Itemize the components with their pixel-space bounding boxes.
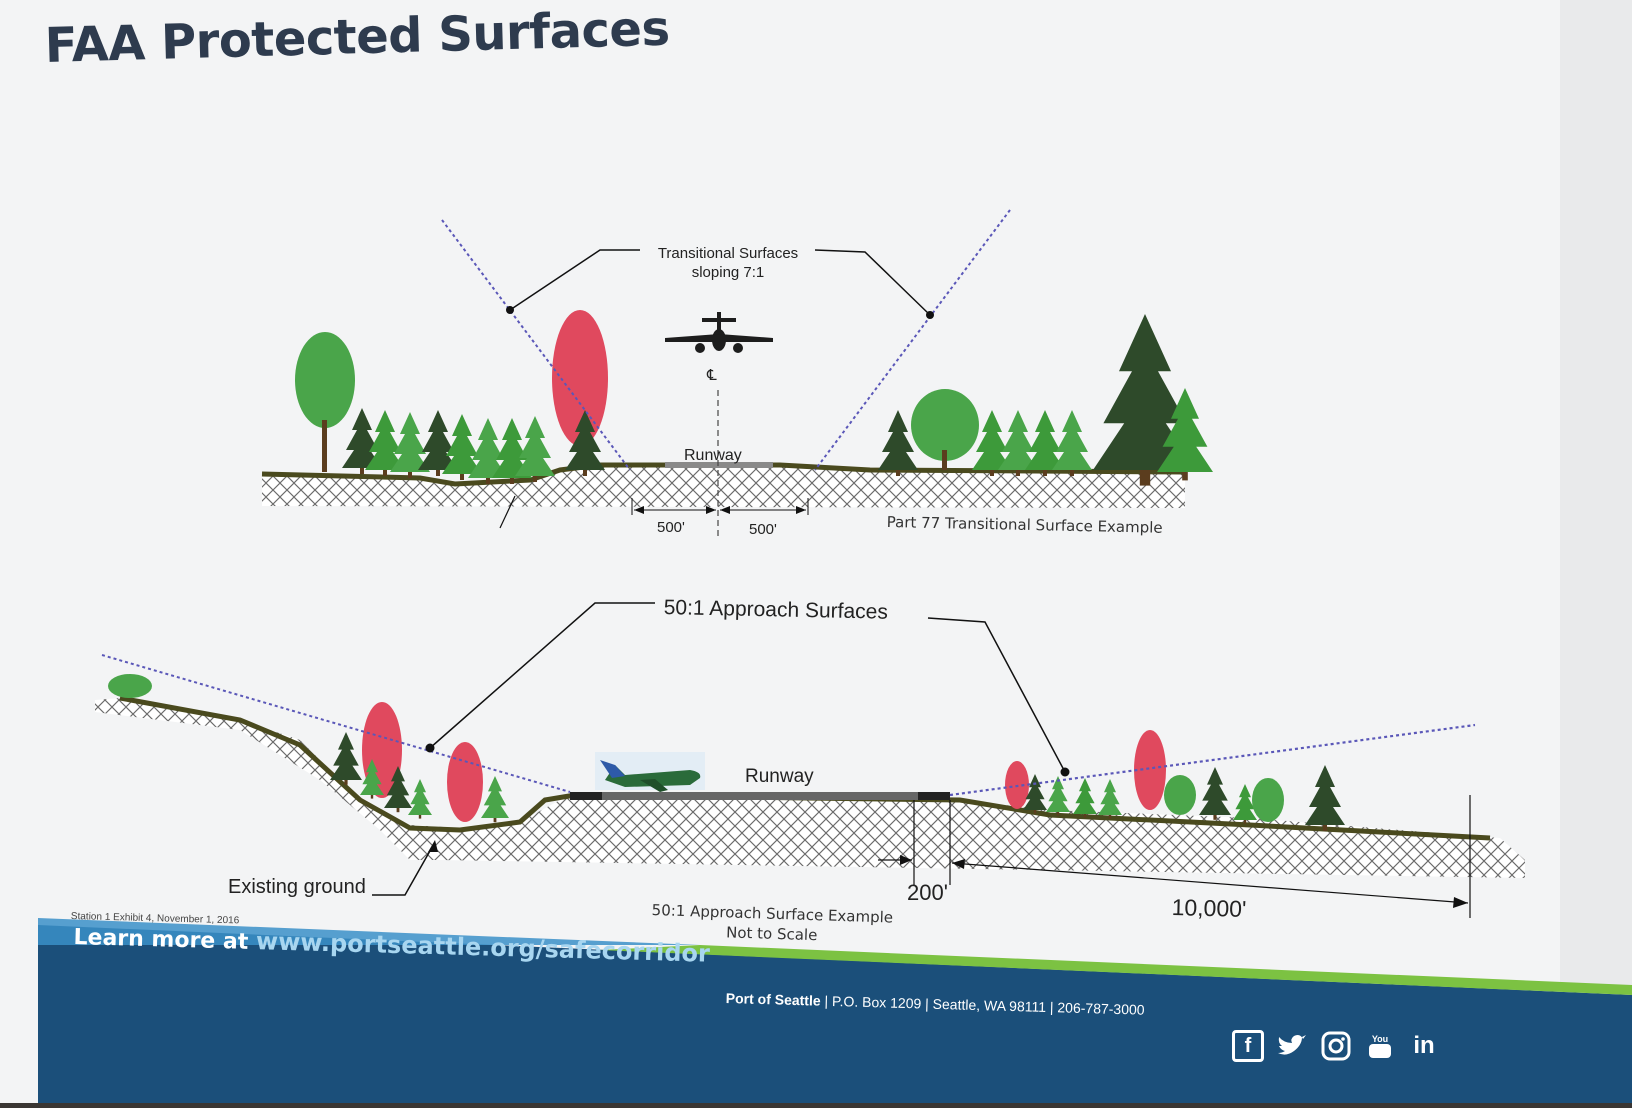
poster-right-shadow: [1560, 0, 1632, 1103]
bottom-ground-surface: [119, 695, 1491, 841]
dim-200: 200': [907, 880, 948, 905]
approach-callout: 50:1 Approach Surfaces: [663, 596, 889, 624]
red-tree: [552, 310, 608, 446]
existing-ground-leader: [372, 841, 436, 896]
centerline-symbol: ℄: [707, 367, 717, 384]
red-tree: [1134, 730, 1166, 810]
airplane-front-icon: [665, 312, 773, 353]
bottom-caption-line2: Not to Scale: [725, 923, 818, 945]
bottom-ground: [95, 698, 1525, 878]
approach-callout-leader-left: [429, 602, 655, 749]
tree: [911, 389, 979, 461]
callout-leader-right: [814, 249, 931, 316]
transitional-surface-right: [814, 209, 1011, 471]
callout-leader-left: [509, 249, 640, 311]
bottom-runway-label: Runway: [745, 766, 814, 787]
transitional-callout-line2: sloping 7:1: [691, 264, 765, 281]
footer-green-edge: [600, 945, 1632, 995]
transitional-surface-left: [441, 219, 631, 471]
bottom-diagram: [95, 602, 1525, 918]
tree: [295, 332, 355, 428]
red-tree: [447, 742, 483, 822]
svg-text:You: You: [1372, 1034, 1388, 1044]
airplane-side-icon: [595, 752, 705, 792]
approach-callout-leader-right: [927, 617, 1066, 773]
top-diagram: [261, 209, 1213, 540]
facebook-icon[interactable]: f: [1232, 1030, 1264, 1062]
youtube-icon[interactable]: You: [1364, 1030, 1396, 1062]
approach-surface-right: [949, 723, 1476, 797]
dim-500-right: 500': [749, 521, 777, 538]
twitter-icon[interactable]: [1274, 1030, 1310, 1062]
transitional-callout-line1: Transitional Surfaces: [657, 245, 799, 262]
dim-10000: 10,000': [1171, 894, 1247, 922]
footer-org: Port of Seattle: [725, 990, 821, 1009]
footer-learn-prefix: Learn more at: [73, 924, 249, 955]
top-right-forest: [878, 313, 1213, 486]
bottom-runway: [570, 792, 950, 800]
linkedin-icon[interactable]: in: [1413, 1032, 1435, 1059]
top-ground: [262, 465, 1185, 508]
bottom-left-forest: [108, 674, 509, 823]
transitional-callout: Transitional Surfaces sloping 7:1: [648, 244, 808, 282]
existing-ground-label: Existing ground: [228, 876, 366, 898]
footer-light-stripe: [38, 918, 700, 945]
top-runway-label: Runway: [684, 447, 742, 464]
top-runway: [665, 462, 773, 468]
instagram-icon[interactable]: [1320, 1030, 1352, 1062]
top-left-forest: [295, 310, 608, 484]
dim-500-left: 500': [657, 519, 685, 536]
